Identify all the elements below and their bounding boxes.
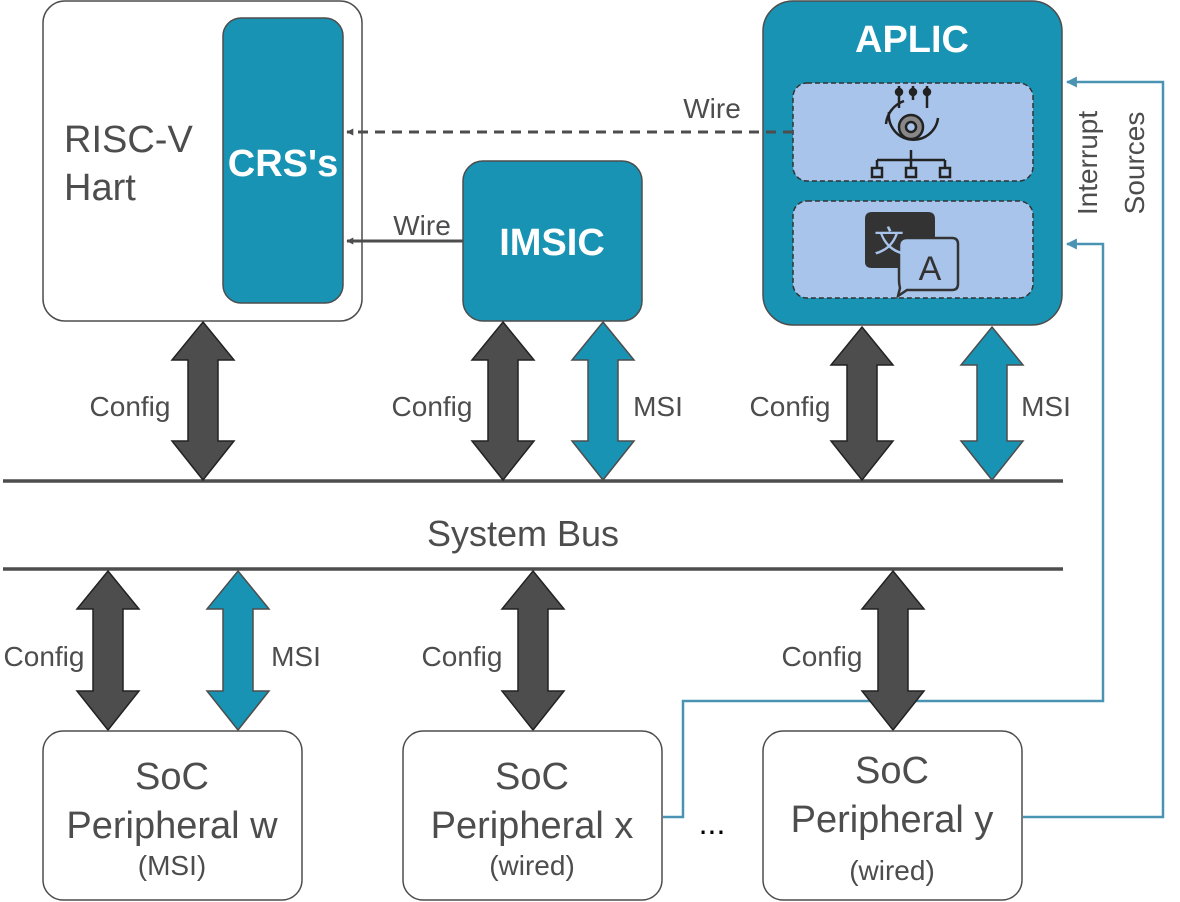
peripheral-w-msi-label: MSI — [271, 641, 321, 672]
aplic-config-label: Config — [750, 391, 831, 422]
translate-icon: 文 A — [865, 212, 960, 299]
translate-glyph-right: A — [919, 250, 942, 288]
peripheral-y-line2: Peripheral y — [791, 799, 994, 841]
hart-title-line2: Hart — [64, 167, 136, 209]
peripheral-y-config-label: Config — [782, 641, 863, 672]
gear-network-icon — [870, 86, 952, 179]
aplic-block: APLIC 文 A — [762, 0, 1063, 326]
interrupt-line-peripheral-y — [1023, 76, 1165, 819]
peripheral-w-line2: Peripheral w — [66, 805, 278, 847]
imsic-block: IMSIC — [462, 160, 643, 322]
interrupt-label-line2: Sources — [1119, 112, 1150, 215]
peripheral-x-config-label: Config — [422, 641, 503, 672]
imsic-msi-label: MSI — [633, 391, 683, 422]
peripheral-w-line1: SoC — [135, 756, 209, 798]
peripheral-y-line1: SoC — [855, 750, 929, 792]
aplic-msi-arrow: MSI — [959, 325, 1071, 482]
crs-label: CRS's — [228, 143, 338, 185]
peripheral-x-line1: SoC — [495, 756, 569, 798]
hart-config-label: Config — [90, 391, 171, 422]
peripheral-y-block: SoC Peripheral y (wired) — [762, 730, 1023, 901]
peripheral-w-config-label: Config — [4, 641, 85, 672]
aplic-msi-label: MSI — [1021, 391, 1071, 422]
imsic-config-label: Config — [392, 391, 473, 422]
peripheral-w-block: SoC Peripheral w (MSI) — [42, 730, 303, 901]
peripheral-x-line2: Peripheral x — [431, 805, 634, 847]
interrupt-label-line1: Interrupt — [1072, 111, 1103, 215]
peripheral-w-config-arrow: Config — [4, 569, 141, 732]
wire-label-aplic: Wire — [683, 93, 741, 124]
aplic-config-arrow: Config — [750, 325, 895, 482]
translate-glyph-left: 文 — [874, 226, 904, 259]
wire-label-imsic: Wire — [393, 210, 451, 241]
peripheral-w-kind: (MSI) — [138, 850, 206, 881]
peripheral-x-block: SoC Peripheral x (wired) — [402, 730, 663, 901]
system-bus-label: System Bus — [427, 513, 619, 554]
peripheral-w-msi-arrow: MSI — [205, 569, 321, 732]
hart-title-line1: RISC-V — [64, 119, 193, 161]
crs-block: CRS's — [222, 17, 344, 304]
wire-imsic-to-crs: Wire — [346, 210, 463, 245]
system-bus: System Bus — [3, 479, 1063, 571]
peripheral-ellipsis: ... — [699, 805, 726, 841]
imsic-label: IMSIC — [499, 222, 605, 264]
imsic-config-arrow: Config — [392, 320, 536, 482]
peripheral-x-config-arrow: Config — [422, 569, 566, 732]
peripheral-x-kind: (wired) — [489, 850, 575, 881]
imsic-msi-arrow: MSI — [570, 320, 683, 482]
hart-config-arrow: Config — [90, 320, 236, 482]
wire-aplic-to-crs: Wire — [346, 93, 793, 136]
peripheral-y-config-arrow: Config — [782, 569, 926, 732]
aplic-label: APLIC — [855, 19, 969, 61]
peripheral-y-kind: (wired) — [849, 855, 935, 886]
risc-v-hart-block: RISC-V Hart CRS's — [42, 0, 363, 322]
